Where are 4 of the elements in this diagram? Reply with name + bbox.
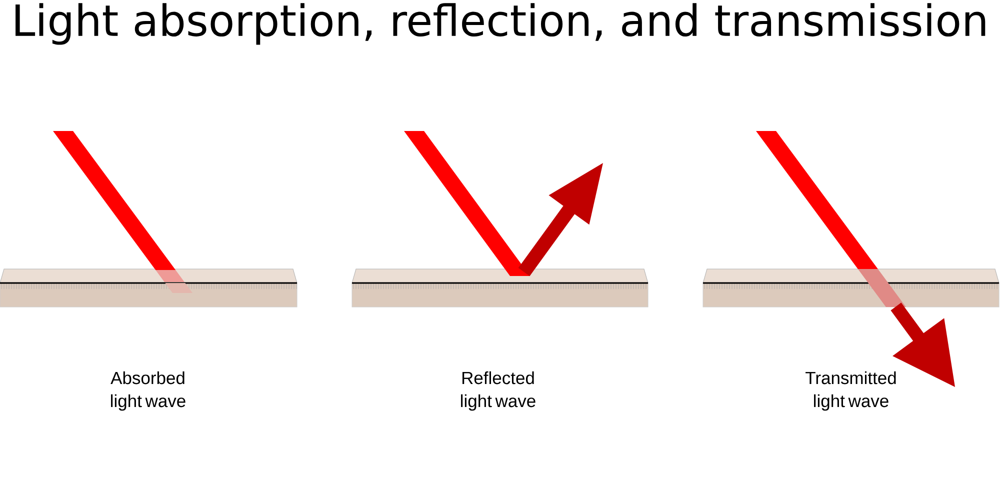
caption: Reflected light wave: [461, 371, 536, 411]
caption: Transmitted light wave: [806, 371, 896, 411]
caption: Absorbed light wave: [110, 371, 186, 411]
title: Light absorption, reflection, and transmission: [16, 3, 986, 45]
